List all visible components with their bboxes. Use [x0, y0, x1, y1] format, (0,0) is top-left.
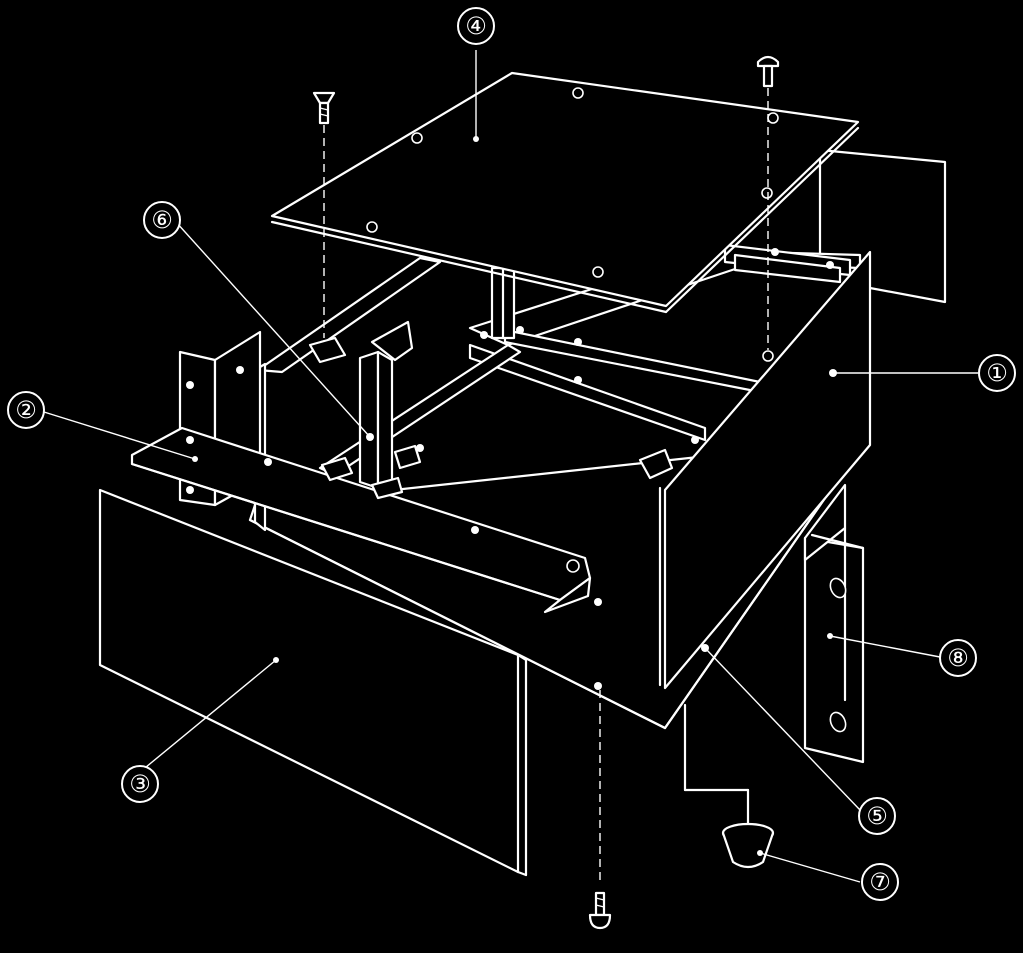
- callout-1-label: ①: [986, 359, 1008, 387]
- side-bracket: [803, 483, 865, 764]
- strut-6: [358, 320, 414, 490]
- screw-bottom: [588, 690, 612, 930]
- callout-2: ②: [7, 391, 45, 429]
- callout-7: ⑦: [861, 863, 899, 901]
- inner-frame-tabs: [308, 336, 422, 500]
- callout-1: ①: [978, 354, 1016, 392]
- front-rail: [130, 426, 592, 614]
- callout-8-label: ⑧: [947, 644, 969, 672]
- callout-6: ⑥: [143, 201, 181, 239]
- callout-4: ④: [457, 7, 495, 45]
- leader-lines: [43, 50, 978, 883]
- callout-5: ⑤: [858, 797, 896, 835]
- screw-top-right: [756, 55, 780, 362]
- callout-5-label: ⑤: [866, 802, 888, 830]
- base-leg-post: [683, 703, 750, 827]
- callout-4-label: ④: [465, 12, 487, 40]
- top-plate: [270, 71, 860, 314]
- foot-7: [721, 822, 775, 869]
- callout-8: ⑧: [939, 639, 977, 677]
- callout-3: ③: [121, 765, 159, 803]
- callout-7-label: ⑦: [869, 868, 891, 896]
- front-panel: [98, 488, 528, 877]
- callout-2-label: ②: [15, 396, 37, 424]
- callout-3-label: ③: [129, 770, 151, 798]
- callout-6-label: ⑥: [151, 206, 173, 234]
